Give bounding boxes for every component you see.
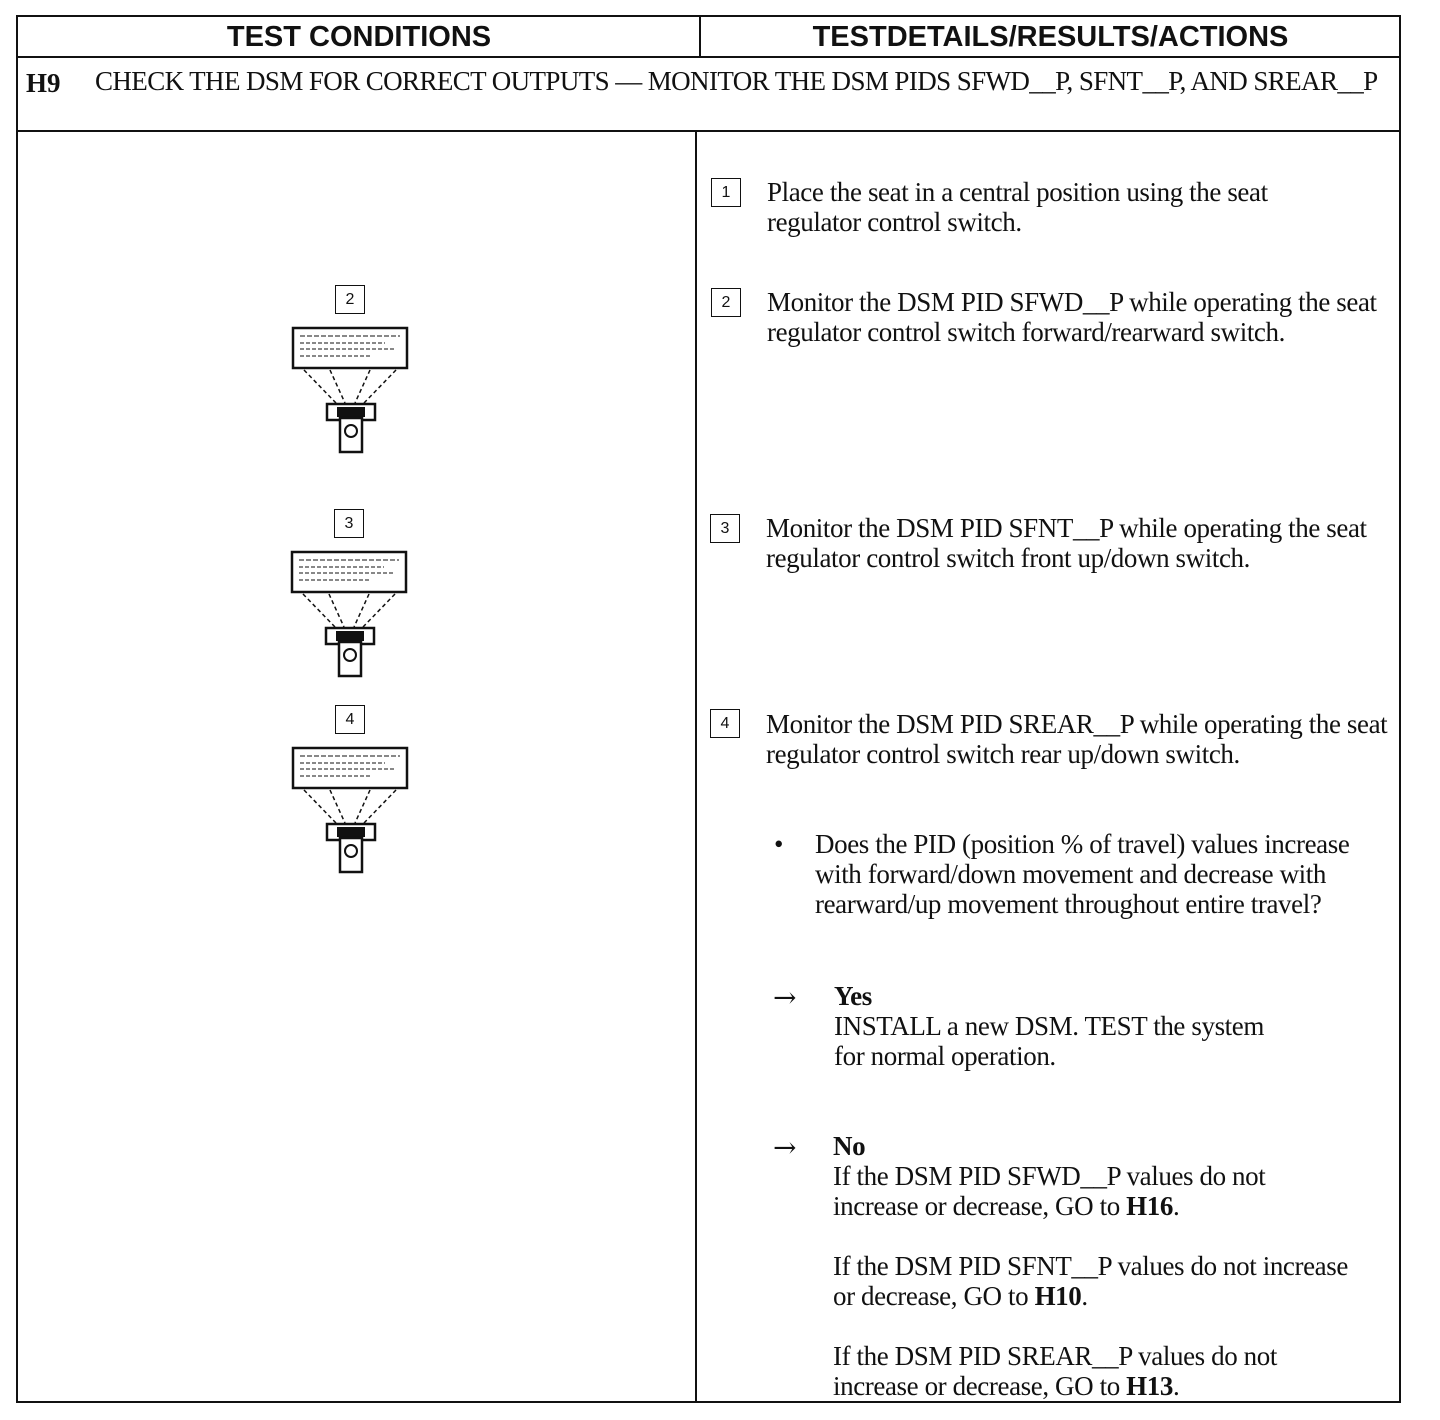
- question-bullet: •: [774, 829, 784, 859]
- step-id: H9: [26, 68, 61, 98]
- answer-yes-text: INSTALL a new DSM. TEST the system for n…: [834, 1011, 1264, 1071]
- answer-no-label: No: [833, 1131, 866, 1161]
- answer-yes: Yes INSTALL a new DSM. TEST the system f…: [834, 981, 1274, 1071]
- figure-step-2: 2: [290, 285, 410, 454]
- answer-no-item-2: If the DSM PID SFNT__P values do not inc…: [833, 1251, 1353, 1311]
- step-heading: H9 CHECK THE DSM FOR CORRECT OUTPUTS — M…: [18, 58, 1399, 132]
- scan-tool-with-display-icon: [290, 550, 408, 678]
- answer-no-item-text: If the DSM PID SREAR__P values do not in…: [833, 1341, 1277, 1401]
- goto-step-link[interactable]: H10: [1034, 1281, 1082, 1311]
- answer-no-item-1: If the DSM PID SFWD__P values do not inc…: [833, 1161, 1353, 1221]
- answer-no-item-text: If the DSM PID SFWD__P values do not inc…: [833, 1161, 1266, 1221]
- answer-no-item-end: .: [1081, 1281, 1088, 1311]
- instruction-number-1: 1: [711, 178, 741, 207]
- scan-tool-with-display-icon: [291, 326, 409, 454]
- figure-step-4: 4: [290, 705, 410, 874]
- instruction-1: Place the seat in a central position usi…: [767, 177, 1268, 237]
- instruction-4: Monitor the DSM PID SREAR__P while opera…: [766, 709, 1388, 769]
- answer-no-item-end: .: [1172, 1191, 1180, 1221]
- answer-no-item-3: If the DSM PID SREAR__P values do not in…: [833, 1341, 1353, 1401]
- figure-number: 4: [335, 705, 365, 734]
- answer-no: No If the DSM PID SFWD__P values do not …: [833, 1131, 1353, 1401]
- answer-yes-label: Yes: [834, 981, 872, 1011]
- yes-arrow-icon: →: [773, 981, 797, 1014]
- no-arrow-icon: →: [773, 1131, 797, 1164]
- goto-step-link[interactable]: H16: [1126, 1191, 1173, 1221]
- figure-number: 3: [334, 509, 364, 538]
- column-divider: [695, 132, 697, 1403]
- scan-tool-with-display-icon: [291, 746, 409, 874]
- answer-no-item-text: If the DSM PID SFNT__P values do not inc…: [833, 1251, 1348, 1311]
- answer-no-item-end: .: [1172, 1371, 1180, 1401]
- figure-step-3: 3: [289, 509, 409, 678]
- question-text: Does the PID (position % of travel) valu…: [815, 829, 1350, 919]
- instruction-2: Monitor the DSM PID SFWD__P while operat…: [767, 287, 1377, 347]
- table-header: TEST CONDITIONS TESTDETAILS/RESULTS/ACTI…: [18, 17, 1399, 58]
- header-divider: [699, 17, 701, 58]
- step-title: CHECK THE DSM FOR CORRECT OUTPUTS — MONI…: [95, 66, 1378, 96]
- goto-step-link[interactable]: H13: [1126, 1371, 1173, 1401]
- header-test-details: TESTDETAILS/RESULTS/ACTIONS: [812, 21, 1289, 53]
- instruction-number-4: 4: [710, 709, 740, 738]
- test-table: TEST CONDITIONS TESTDETAILS/RESULTS/ACTI…: [16, 15, 1401, 1403]
- instruction-number-2: 2: [711, 288, 741, 317]
- instruction-number-3: 3: [710, 514, 740, 543]
- figure-number: 2: [335, 285, 365, 314]
- header-test-conditions: TEST CONDITIONS: [226, 21, 492, 53]
- instruction-3: Monitor the DSM PID SFNT__P while operat…: [766, 513, 1367, 573]
